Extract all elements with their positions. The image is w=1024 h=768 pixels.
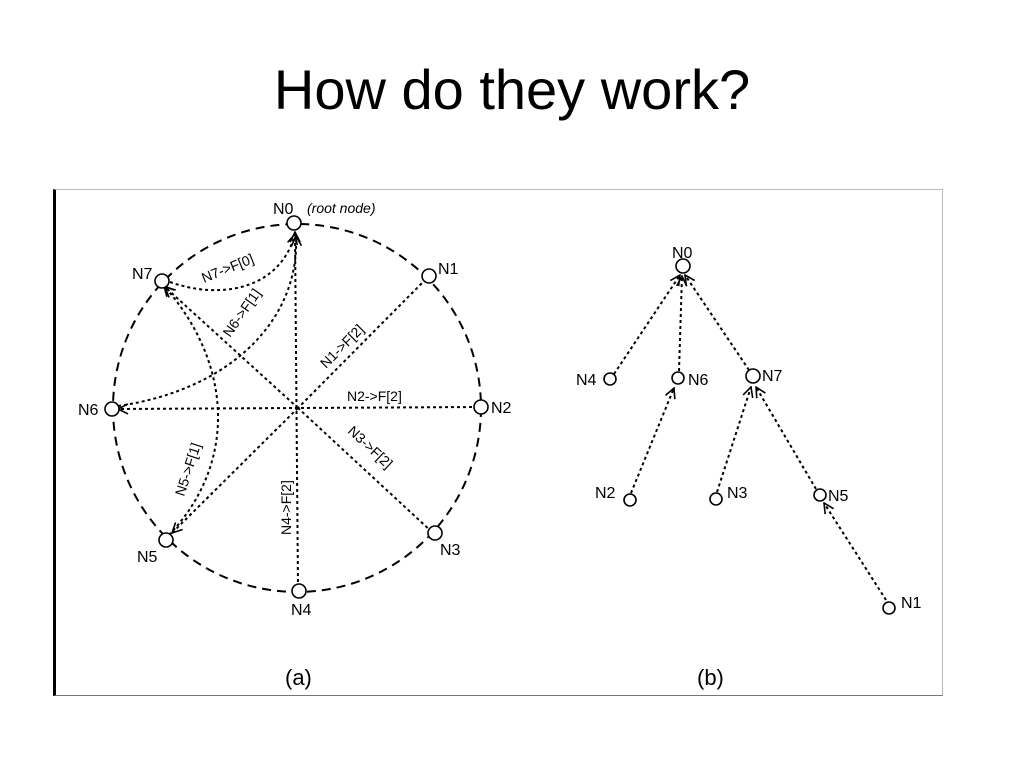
caption-b: (b) [697, 665, 724, 690]
node-b-n5 [813, 488, 827, 502]
label-b-n6: N6 [688, 372, 709, 389]
edge-n3-center [297, 407, 433, 533]
edge-center-n7 [165, 287, 299, 409]
node-a-n7 [154, 273, 170, 289]
node-a-n6 [104, 401, 120, 417]
edge-b-n5-n7 [756, 387, 817, 490]
edge-b-n2-n6 [630, 388, 674, 494]
edge-b-n7-n0 [685, 275, 750, 371]
edge-n7-n0 [169, 234, 295, 292]
root-node-note: (root node) [307, 200, 375, 216]
label-b-n5: N5 [828, 488, 849, 505]
figure-frame [53, 189, 943, 696]
node-b-n0 [675, 258, 691, 274]
node-a-n0 [286, 215, 302, 231]
label-b-n2: N2 [595, 485, 616, 502]
edge-label-n2-f2: N2->F[2] [347, 388, 402, 404]
label-a-n0: N0 [273, 201, 294, 218]
node-a-n4 [291, 583, 307, 599]
edge-n4-n0 [295, 232, 298, 589]
label-a-n4: N4 [291, 602, 312, 619]
label-b-n4: N4 [576, 372, 597, 389]
caption-a: (a) [285, 665, 312, 690]
edge-b-n3-n7 [716, 387, 751, 493]
node-a-n1 [421, 268, 437, 284]
label-a-n3: N3 [440, 542, 461, 559]
edge-b-n1-n5 [824, 503, 887, 601]
edge-center-n6 [118, 408, 299, 409]
edge-label-n6-f1: N6->F[1] [219, 286, 264, 340]
edge-n6-n0 [117, 236, 296, 407]
edge-label-n1-f2: N1->F[2] [317, 321, 367, 371]
label-b-n0: N0 [672, 245, 693, 262]
node-b-n2 [623, 493, 637, 507]
edge-label-n4-f2: N4->F[2] [278, 480, 294, 535]
label-a-n1: N1 [438, 261, 459, 278]
edge-b-n6-n0 [679, 276, 682, 372]
label-a-n6: N6 [78, 402, 99, 419]
node-a-n5 [158, 532, 174, 548]
node-b-n4 [603, 372, 617, 386]
node-a-n2 [473, 399, 489, 415]
slide-title: How do they work? [273, 58, 751, 121]
label-b-n7: N7 [762, 368, 783, 385]
label-a-n5: N5 [137, 549, 158, 566]
node-b-n6 [671, 371, 685, 385]
node-b-n3 [709, 492, 723, 506]
node-a-n3 [427, 525, 443, 541]
label-b-n3: N3 [727, 485, 748, 502]
edge-label-n3-f2: N3->F[2] [345, 422, 396, 471]
label-a-n7: N7 [132, 266, 153, 283]
edge-n2-center [297, 406, 479, 409]
panel-a: N0 (root node) N1 N2 N3 N4 N5 N6 N7 N7->… [78, 200, 512, 690]
panel-b: N0 N4 N6 N7 N2 N3 N5 N1 (b) [576, 245, 922, 690]
label-a-n2: N2 [491, 400, 512, 417]
node-b-n1 [882, 601, 896, 615]
edge-n1-center [297, 278, 427, 409]
edge-label-n5-f1: N5->F[1] [172, 441, 204, 498]
edge-b-n4-n0 [613, 275, 680, 375]
edge-n5-n7 [164, 286, 219, 536]
node-b-n7 [745, 368, 761, 384]
edge-label-n7-f0: N7->F[0] [199, 250, 256, 285]
label-b-n1: N1 [901, 595, 922, 612]
